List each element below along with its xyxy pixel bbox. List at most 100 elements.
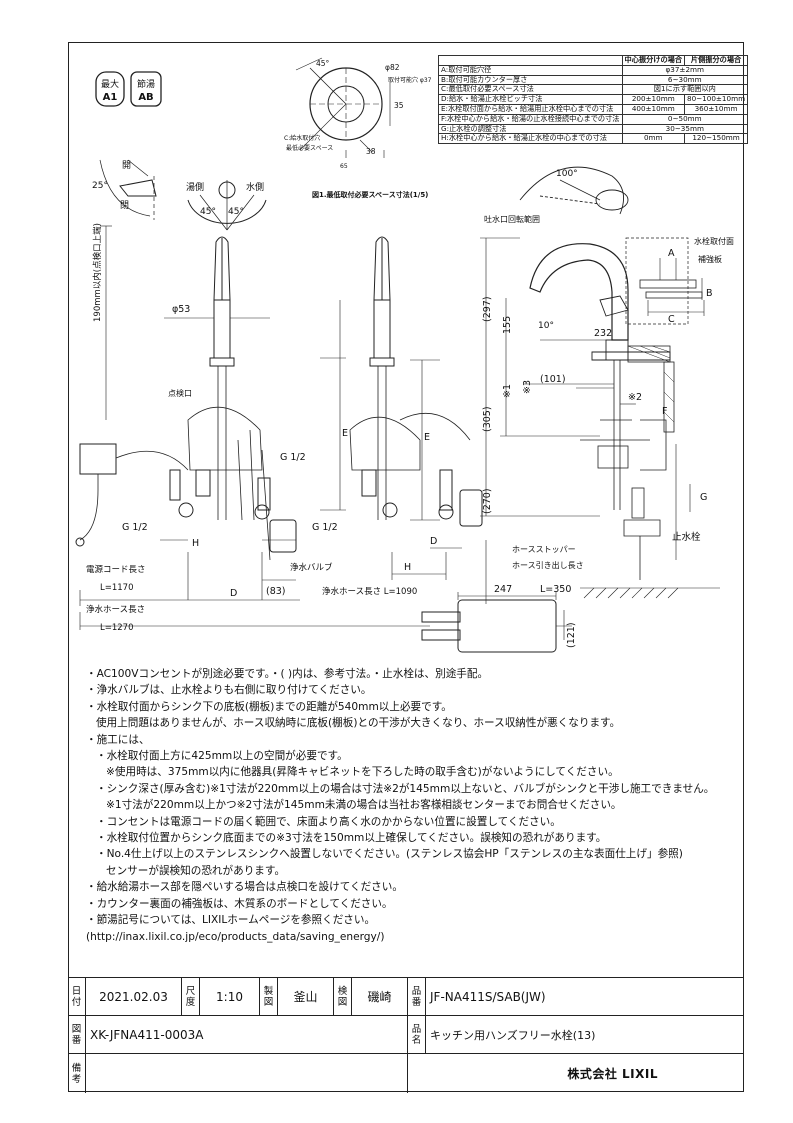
dim-lines-left <box>79 225 430 630</box>
dim-155: 155 <box>502 316 513 334</box>
drawn-label: 製図 <box>260 978 278 1016</box>
svg-text:節湯: 節湯 <box>137 78 155 90</box>
note-line: ・シンク深さ(厚み含む)※1寸法が220mm以上の場合は寸法※2が145mm以上… <box>96 782 715 795</box>
spec-row: F:水栓中心から給水・給湯の止水栓接続中心までの寸法 0~50mm <box>438 113 749 125</box>
spec-header: 片側振分の場合 <box>684 55 749 66</box>
dim-121: (121) <box>566 622 577 648</box>
spec-label: H:水栓中心から給水・給湯止水栓の中心までの寸法 <box>438 133 623 145</box>
spec-label: G:止水栓の調整寸法 <box>438 123 623 135</box>
drawing-no: XK-JFNA411-0003A <box>86 1016 408 1054</box>
spec-row: E:水栓取付面から給水・給湯用止水栓中心までの寸法 400±10mm 360±1… <box>438 103 749 115</box>
water-hose2-label: 浄水ホース長さ L=1090 <box>322 586 417 597</box>
dia-53-label: φ53 <box>172 304 190 315</box>
dim-lines-side <box>480 237 691 604</box>
faucet-side-view <box>529 243 671 580</box>
spout-rotation-diagram <box>519 166 629 215</box>
dim-297: (297) <box>482 296 493 322</box>
note-line: ・浄水バルブは、止水栓よりも右側に取り付けてください。 <box>86 684 372 697</box>
spec-label: F:水栓中心から給水・給湯の止水栓接続中心までの寸法 <box>438 113 623 125</box>
dim-b: B <box>706 288 713 299</box>
spec-label: E:水栓取付面から給水・給湯用止水栓中心までの寸法 <box>438 103 623 115</box>
mounting-hole-diagram <box>295 57 391 158</box>
mount-face-label: 水栓取付面 <box>694 236 734 246</box>
spec-value: 30~35mm <box>621 123 749 135</box>
installation-notes: ・AC100Vコンセントが別途必要です。・( )内は、参考寸法。・止水栓は、別途… <box>82 666 742 945</box>
dim-lines-middle <box>391 359 462 580</box>
spec-value: 200±10mm <box>621 94 686 105</box>
spec-row: C:最低取付必要スペース寸法 図1に示す範囲以内 <box>438 84 749 96</box>
remarks-label: 備考 <box>68 1054 86 1093</box>
dim-d-b: D <box>430 536 437 547</box>
hole-dim-65: 65 <box>340 163 348 170</box>
dim-305: (305) <box>482 406 493 432</box>
spec-label: D:給水・給湯止水栓ピッチ寸法 <box>438 94 623 105</box>
dim-270: (270) <box>482 488 493 514</box>
angle-25: 25° <box>92 181 108 191</box>
note-line: ※使用時は、375mm以内に他器具(昇降キャビネットを下ろした時の取手含む)がな… <box>106 766 619 779</box>
spec-row: H:水栓中心から給水・給湯止水栓の中心までの寸法 0mm 120~150mm <box>438 133 749 145</box>
spec-value: 80~100±10mm <box>684 94 749 105</box>
note-line: ・節湯記号については、LIXILホームページを参照ください。 <box>86 914 376 927</box>
stop-valve-label: 止水栓 <box>672 531 701 543</box>
note-url: (http://inax.lixil.co.jp/eco/products_da… <box>86 930 385 943</box>
dim-d-a: D <box>230 588 237 599</box>
checked-label: 検図 <box>334 978 352 1016</box>
open-label: 開 <box>122 160 131 171</box>
spec-value: 6~30mm <box>621 74 749 86</box>
note-line: ・水栓取付面上方に425mm以上の空間が必要です。 <box>96 750 348 763</box>
hose-stopper: ホースストッパー <box>512 545 576 554</box>
spec-row: B:取付可能カウンター厚さ 6~30mm <box>438 74 749 86</box>
title-block: 日付 2021.02.03 尺度 1:10 製図 釜山 検図 磯崎 品番 JF-… <box>68 977 744 1093</box>
scale-value: 1:10 <box>200 978 260 1016</box>
spout-range-caption: 吐水口回転範囲 <box>484 214 540 224</box>
note-line: センサーが誤検知の恐れがあります。 <box>106 864 286 877</box>
spec-row: G:止水栓の調整寸法 30~35mm <box>438 123 749 135</box>
dim-a: A <box>668 248 675 259</box>
note-line: ※1寸法が220mm以上かつ※2寸法が145mm未満の場合は当社お客様相談センタ… <box>106 799 622 812</box>
spec-header <box>438 55 623 66</box>
checked-by: 磯崎 <box>352 978 408 1016</box>
dim-e-a: E <box>342 428 348 439</box>
angle-45-left: 45° <box>200 207 216 217</box>
spec-label: C:最低取付必要スペース寸法 <box>438 84 623 96</box>
inspection-label: 点検口 <box>168 388 192 398</box>
height-190-label: 190mm以内(点検口上端) <box>92 223 103 322</box>
counter-section <box>625 237 689 433</box>
spec-row: A:取付可能穴径 φ37±2mm <box>438 64 749 76</box>
hole-dim-38: 38 <box>366 147 376 156</box>
scale-label: 尺度 <box>182 978 200 1016</box>
date-value: 2021.02.03 <box>86 978 182 1016</box>
hose-pull: ホース引き出し長さ <box>512 560 584 570</box>
dim-g: G <box>700 492 707 503</box>
lever-rotation-diagram <box>187 180 267 231</box>
note-line: ・給水給湯ホース部を隠ぺいする場合は点検口を設けてください。 <box>86 881 403 894</box>
note-line: ・AC100Vコンセントが別途必要です。・( )内は、参考寸法。・止水栓は、別途… <box>86 668 489 680</box>
drawing-frame <box>68 42 744 1092</box>
name-label: 品名 <box>408 1016 426 1054</box>
yu-side-label: 湯側 <box>186 181 204 193</box>
counter-detail <box>639 258 705 316</box>
note-line: 使用上問題はありませんが、ホース収納時に底板(棚板)との干渉が大きくなり、ホース… <box>96 717 621 730</box>
spec-value: 0mm <box>621 133 686 145</box>
dim-h-b: H <box>404 562 411 573</box>
date-label: 日付 <box>68 978 86 1016</box>
technical-drawing: 最大 A1 節湯 AB 45° φ82 取付可能穴 φ37 35 38 65 C… <box>75 57 734 653</box>
spec-value: 図1に示す範囲以内 <box>621 84 749 96</box>
spec-value: 0~50mm <box>621 113 749 125</box>
spec-label: A:取付可能穴径 <box>438 64 623 76</box>
badge-setsuyu: 節湯 AB <box>130 71 162 107</box>
product-name: キッチン用ハンズフリー水栓(13) <box>426 1016 744 1054</box>
dim-247: 247 <box>494 584 512 595</box>
g12-label-b: G 1/2 <box>280 452 306 463</box>
water-hose-label: 浄水ホース長さ <box>86 604 145 615</box>
spec-value: 120~150mm <box>684 133 749 145</box>
g12-label-c: G 1/2 <box>312 522 338 533</box>
company-name: 株式会社 LIXIL <box>567 1067 658 1081</box>
note-line: ・施工には、 <box>86 733 150 746</box>
svg-text:A1: A1 <box>103 92 118 103</box>
badge-max: 最大 A1 <box>95 71 125 107</box>
spec-header: 中心振分けの場合 <box>621 55 686 66</box>
hole-caption: 図1.最低取付必要スペース寸法(1/5) <box>312 190 428 199</box>
power-cord-label: 電源コード長さ <box>86 565 146 575</box>
part-no-label: 品番 <box>408 978 426 1016</box>
